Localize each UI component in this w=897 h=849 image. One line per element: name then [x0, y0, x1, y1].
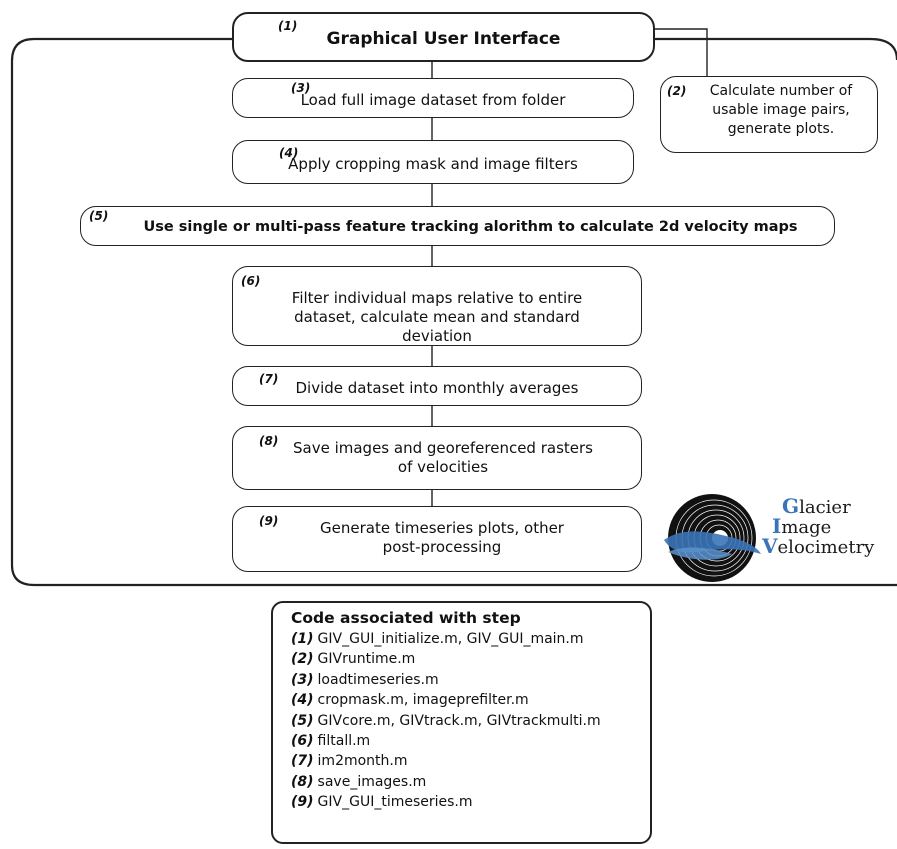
step-9-number: (9) [259, 514, 279, 528]
code-step-number: (9) [291, 794, 314, 811]
code-legend-box: Code associated with step (1)GIV_GUI_ini… [271, 601, 652, 844]
step-1-number: (1) [278, 19, 298, 33]
giv-logo-icon [664, 494, 761, 582]
step-1-box: (1) Graphical User Interface [232, 12, 655, 62]
code-line: (3)loadtimeseries.m [291, 670, 650, 690]
step-8-label: Save images and georeferenced rasters of… [293, 439, 593, 476]
logo-text-velocimetry: elocimetry [777, 537, 875, 558]
code-step-number: (3) [291, 671, 314, 688]
code-files: cropmask.m, imageprefilter.m [317, 692, 529, 709]
step-9-box: (9) Generate timeseries plots, other pos… [232, 506, 642, 572]
code-step-number: (2) [291, 651, 314, 668]
step-8-number: (8) [259, 434, 279, 448]
code-step-number: (5) [291, 712, 314, 729]
step-2-box: (2) Calculate number of usable image pai… [660, 76, 878, 153]
code-line: (8)save_images.m [291, 772, 650, 792]
step-6-number: (6) [241, 274, 261, 288]
step-9-label: Generate timeseries plots, other post-pr… [320, 519, 564, 556]
step-7-number: (7) [259, 372, 279, 386]
logo-wordmark: Glacier Image Velocimetry [758, 494, 875, 558]
code-files: GIV_GUI_initialize.m, GIV_GUI_main.m [317, 631, 584, 647]
step-3-box: (3) Load full image dataset from folder [232, 78, 634, 118]
logo-text-image: mage [781, 517, 832, 538]
code-line: (5)GIVcore.m, GIVtrack.m, GIVtrackmulti.… [291, 711, 650, 731]
step-8-box: (8) Save images and georeferenced raster… [232, 426, 642, 490]
step-4-box: (4) Apply cropping mask and image filter… [232, 140, 634, 184]
outer-loop-right [655, 37, 897, 61]
code-legend-title: Code associated with step [291, 609, 521, 627]
code-step-number: (1) [291, 631, 314, 647]
step-6-box: (6) Filter individual maps relative to e… [232, 266, 642, 346]
step-5-number: (5) [89, 209, 109, 223]
outer-loop [10, 37, 897, 587]
code-step-number: (4) [291, 692, 314, 709]
logo-text-glacier: lacier [799, 497, 851, 518]
logo-cap-g: G [782, 494, 800, 518]
code-files: loadtimeseries.m [317, 671, 439, 688]
code-step-number: (8) [291, 773, 314, 790]
step-2-label: Calculate number of usable image pairs, … [709, 83, 853, 137]
step-5-label: Use single or multi-pass feature trackin… [143, 219, 798, 235]
step-6-label: Filter individual maps relative to entir… [291, 289, 583, 345]
step-1-label: Graphical User Interface [326, 29, 561, 49]
code-line: (2)GIVruntime.m [291, 649, 650, 669]
code-line: (1)GIV_GUI_initialize.m, GIV_GUI_main.m [291, 629, 650, 649]
step-3-label: Load full image dataset from folder [300, 91, 566, 109]
step-3-number: (3) [291, 81, 311, 95]
step-5-box: (5) Use single or multi-pass feature tra… [80, 206, 835, 246]
code-step-number: (6) [291, 733, 314, 750]
step-4-number: (4) [279, 146, 299, 160]
step-7-label: Divide dataset into monthly averages [295, 379, 579, 397]
code-step-number: (7) [291, 753, 314, 770]
logo-cap-i: I [772, 514, 782, 538]
gui-to-step2-connector [655, 28, 708, 76]
step-7-box: (7) Divide dataset into monthly averages [232, 366, 642, 406]
code-files: GIV_GUI_timeseries.m [317, 794, 473, 811]
logo-cap-v: V [762, 534, 778, 558]
code-line: (7)im2month.m [291, 751, 650, 771]
step-2-number: (2) [667, 84, 687, 98]
code-line: (9)GIV_GUI_timeseries.m [291, 792, 650, 812]
code-files: GIVcore.m, GIVtrack.m, GIVtrackmulti.m [317, 712, 601, 729]
code-files: save_images.m [317, 773, 427, 790]
code-files: GIVruntime.m [317, 651, 416, 668]
code-line: (4)cropmask.m, imageprefilter.m [291, 690, 650, 710]
code-line: (6)filtall.m [291, 731, 650, 751]
step-4-label: Apply cropping mask and image filters [288, 155, 578, 173]
code-files: filtall.m [317, 733, 371, 750]
code-files: im2month.m [317, 753, 408, 770]
